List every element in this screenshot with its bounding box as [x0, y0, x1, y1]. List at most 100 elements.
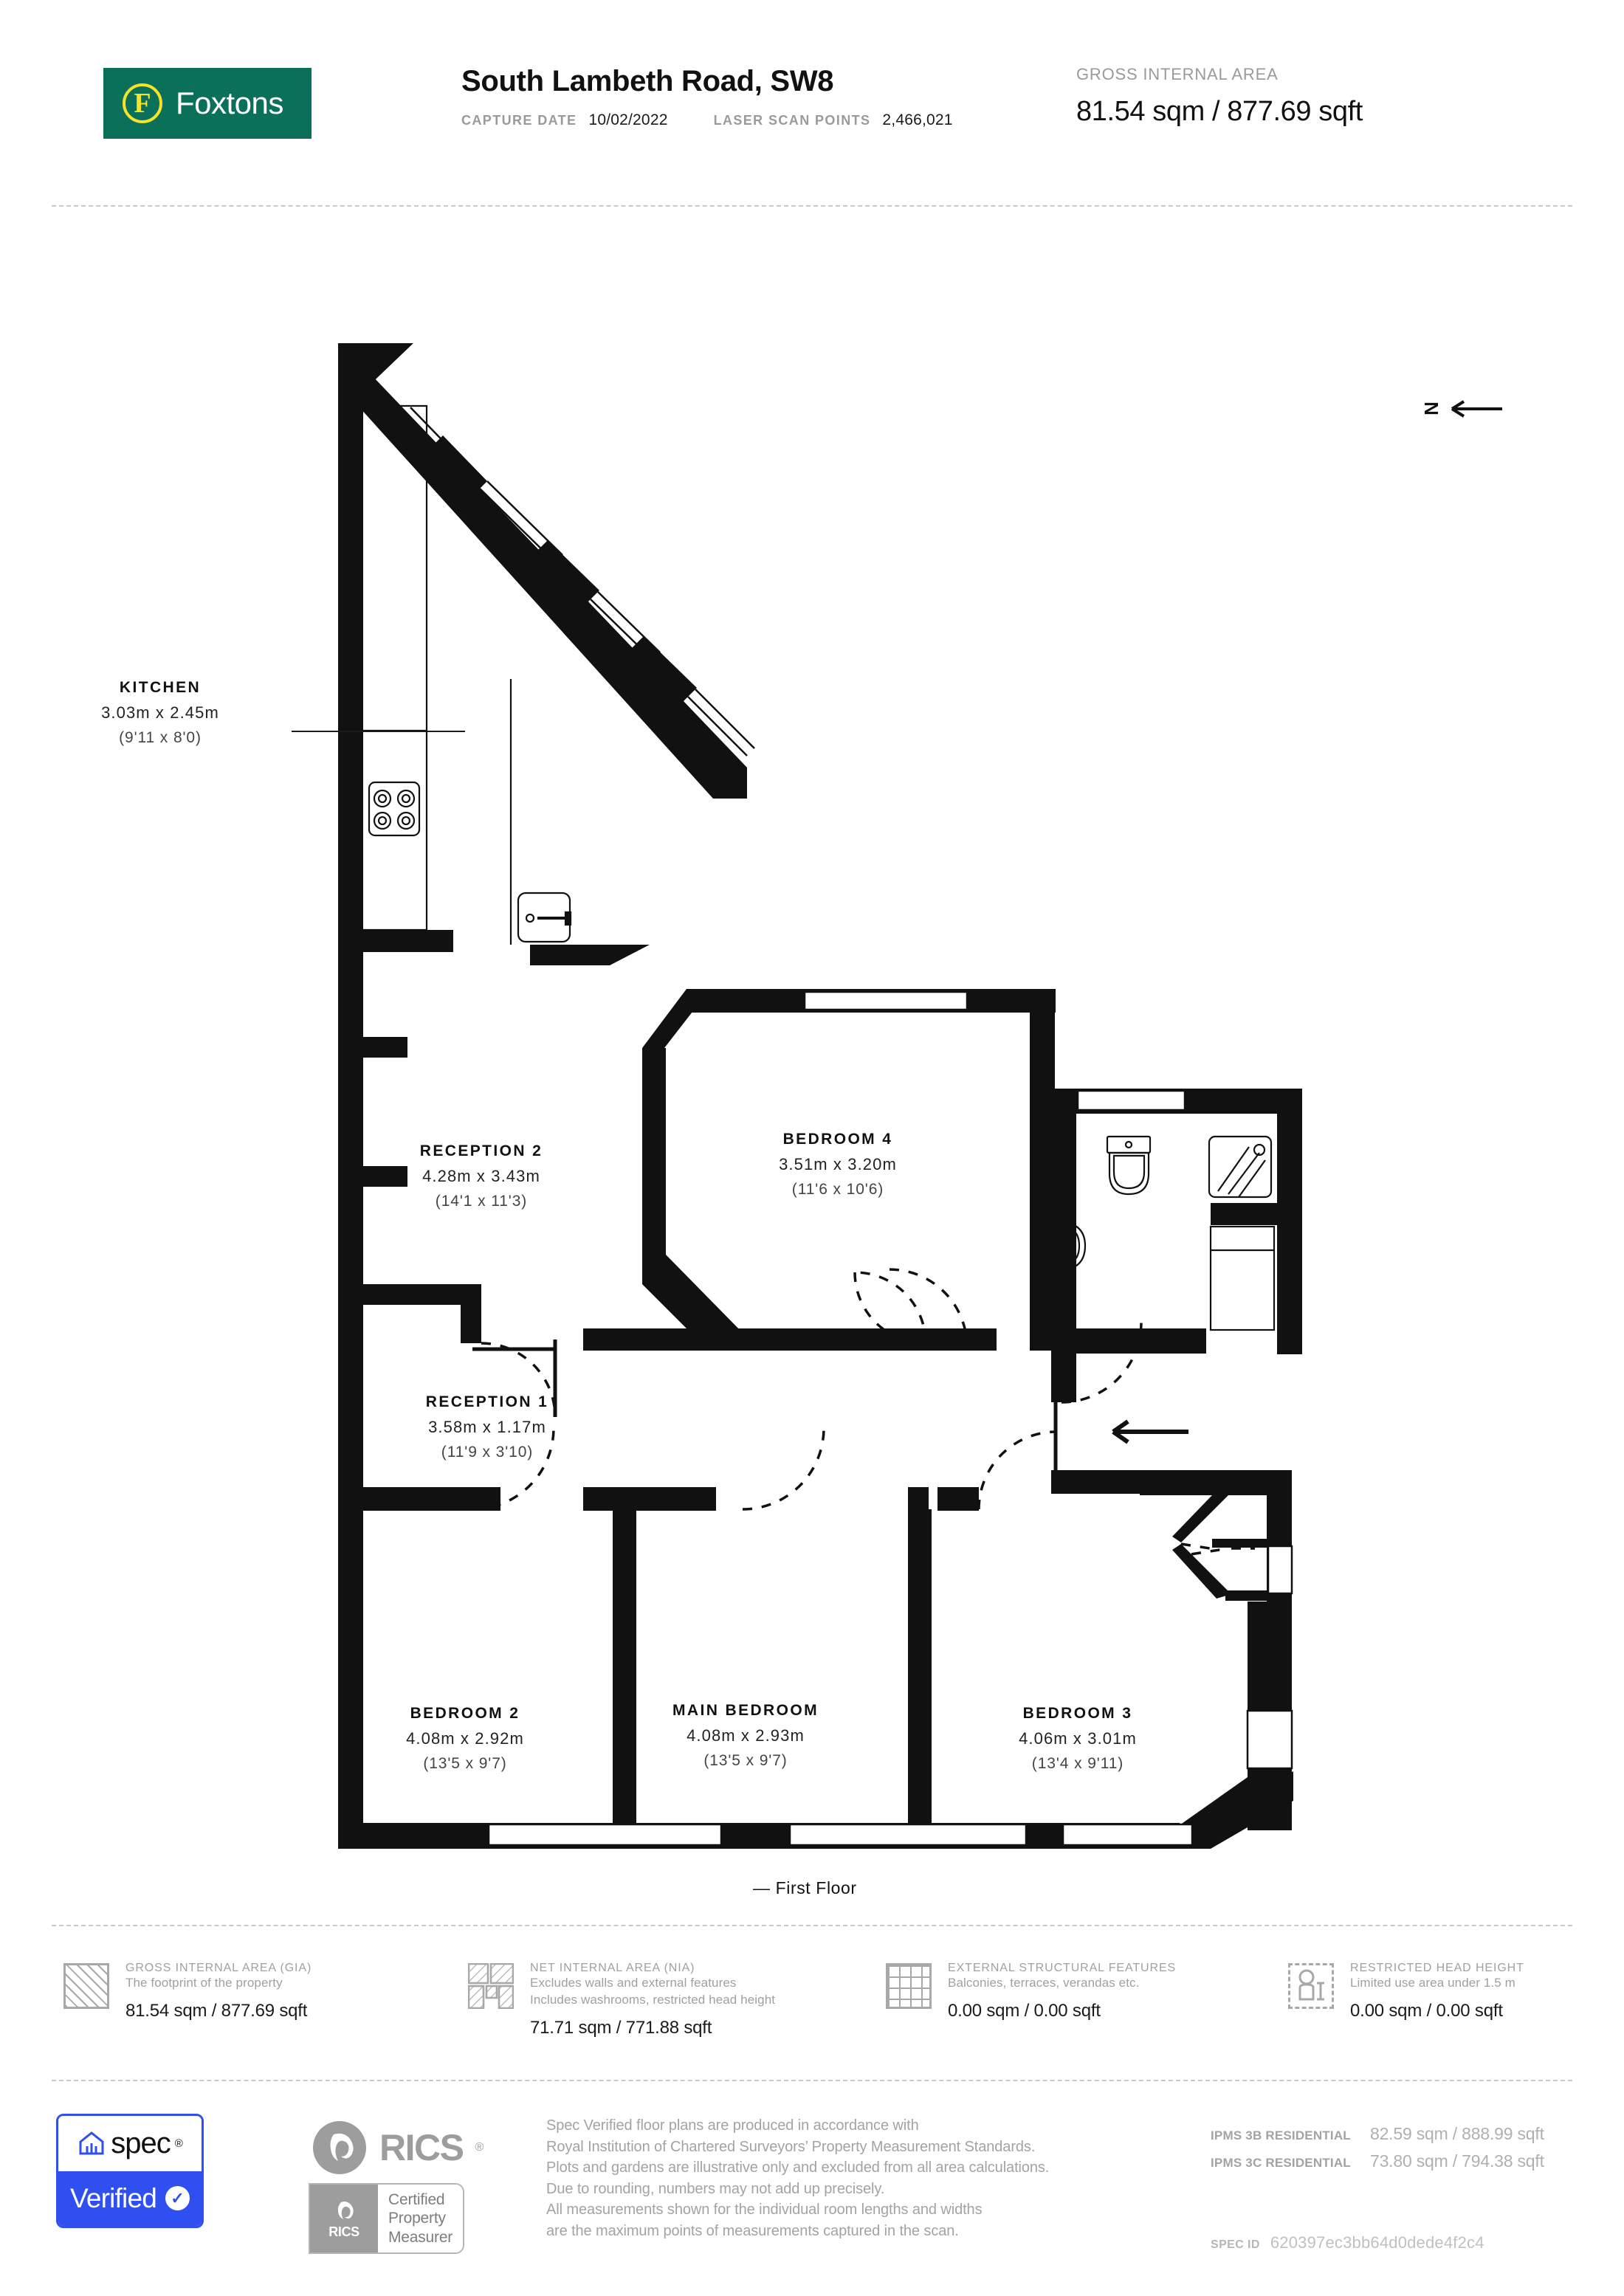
page-footer: spec ® Verified ✓ RICS ® RICS Certified …	[0, 2095, 1624, 2296]
legend-sub-2: Includes washrooms, restricted head heig…	[530, 1992, 776, 2007]
room-name: MAIN BEDROOM	[672, 1702, 819, 1719]
check-icon: ✓	[165, 2186, 190, 2211]
legend-item-external-structural: EXTERNAL STRUCTURAL FEATURES Balconies, …	[886, 1960, 1176, 2021]
legend-value: 0.00 sqm / 0.00 sqft	[1350, 2000, 1503, 2021]
ipms-3c-label: IPMS 3C RESIDENTIAL	[1211, 2156, 1351, 2170]
legend-value: 0.00 sqm / 0.00 sqft	[948, 2000, 1101, 2021]
ipms-row-3b: IPMS 3B RESIDENTIAL 82.59 sqm / 888.99 s…	[1211, 2124, 1544, 2144]
room-imperial: (13'5 x 9'7)	[423, 1755, 507, 1772]
kitchen-leader-line	[292, 731, 465, 732]
disclaimer-line-4: Due to rounding, numbers may not add up …	[546, 2180, 885, 2197]
legend-sub-1: Balconies, terraces, verandas etc.	[948, 1976, 1140, 1990]
disclaimer-line-6: are the maximum points of measurements c…	[546, 2222, 959, 2239]
room-label-bedroom-3: BEDROOM 3 4.06m x 3.01m (13'4 x 9'11)	[937, 1705, 1218, 1773]
floor-plan-drawing	[338, 343, 1302, 1849]
rics-logo: RICS ®	[312, 2120, 484, 2176]
ipms-row-3c: IPMS 3C RESIDENTIAL 73.80 sqm / 794.38 s…	[1211, 2151, 1544, 2171]
laser-points-label: LASER SCAN POINTS	[713, 113, 871, 128]
north-arrow-icon	[1451, 399, 1502, 418]
room-name: RECEPTION 1	[425, 1393, 549, 1410]
spec-id-row: SPEC ID 620397ec3bb64d0dede4f2c4	[1211, 2233, 1484, 2252]
rics-cert-line-2: Property	[388, 2210, 446, 2227]
legend-text: NET INTERNAL AREA (NIA) Excludes walls a…	[530, 1960, 775, 2038]
rooms-hatch-swatch-icon	[467, 1962, 515, 2010]
room-metric: 3.51m x 3.20m	[779, 1155, 897, 1173]
gross-internal-area-block: GROSS INTERNAL AREA 81.54 sqm / 877.69 s…	[1076, 65, 1363, 128]
room-name: KITCHEN	[119, 679, 202, 696]
legend-value: 81.54 sqm / 877.69 sqft	[125, 2000, 308, 2021]
foxtons-logo: F Foxtons	[103, 68, 312, 139]
rics-wordmark: RICS	[379, 2127, 464, 2168]
ipms-3b-value: 82.59 sqm / 888.99 sqft	[1370, 2124, 1544, 2143]
hatch-swatch-icon	[63, 1963, 109, 2009]
spec-verified-badge: spec ® Verified ✓	[56, 2114, 204, 2228]
room-imperial: (14'1 x 11'3)	[435, 1193, 528, 1210]
room-name: BEDROOM 3	[1022, 1705, 1133, 1722]
brand-name: Foxtons	[176, 86, 283, 120]
legend-title: EXTERNAL STRUCTURAL FEATURES	[948, 1962, 1177, 1974]
capture-date-label: CAPTURE DATE	[461, 113, 577, 128]
rics-cert-wordmark: RICS	[328, 2224, 359, 2239]
disclaimer-line-3: Plots and gardens are illustrative only …	[546, 2159, 1050, 2176]
room-metric: 4.08m x 2.92m	[406, 1729, 524, 1748]
north-arrow: N	[1420, 397, 1504, 420]
room-imperial: (11'6 x 10'6)	[791, 1181, 884, 1198]
rics-certified-property-measurer-badge: RICS Certified Property Measurer	[309, 2183, 465, 2254]
page-header: F Foxtons South Lambeth Road, SW8 CAPTUR…	[0, 0, 1624, 185]
room-label-kitchen: KITCHEN 3.03m x 2.45m (9'11 x 8'0)	[46, 679, 275, 747]
floor-plan: N	[0, 221, 1624, 1897]
gia-label: GROSS INTERNAL AREA	[1076, 65, 1279, 83]
area-legend: GROSS INTERNAL AREA (GIA) The footprint …	[0, 1954, 1624, 2065]
foxtons-f-icon: F	[123, 83, 162, 123]
rics-registered-mark: ®	[475, 2141, 484, 2154]
rics-cert-mark: RICS	[310, 2185, 378, 2252]
room-metric: 4.06m x 3.01m	[1019, 1729, 1137, 1748]
legend-title: GROSS INTERNAL AREA (GIA)	[125, 1962, 312, 1974]
spec-wordmark: spec	[111, 2126, 171, 2159]
house-icon	[79, 2131, 104, 2155]
divider-bottom	[52, 2080, 1572, 2081]
verified-label: Verified	[69, 2182, 157, 2213]
room-label-reception-1: RECEPTION 1 3.58m x 1.17m (11'9 x 3'10)	[347, 1393, 627, 1461]
spec-logo: spec ®	[58, 2116, 202, 2171]
legend-value: 71.71 sqm / 771.88 sqft	[530, 2017, 712, 2038]
room-name: BEDROOM 4	[782, 1131, 893, 1148]
disclaimer-line-1: Spec Verified floor plans are produced i…	[546, 2117, 919, 2134]
room-metric: 4.28m x 3.43m	[422, 1167, 540, 1185]
rics-cert-text: Certified Property Measurer	[378, 2185, 464, 2252]
room-name: BEDROOM 2	[410, 1705, 520, 1722]
ipms-figures: IPMS 3B RESIDENTIAL 82.59 sqm / 888.99 s…	[1211, 2124, 1544, 2179]
room-metric: 3.58m x 1.17m	[428, 1418, 546, 1436]
disclaimer-line-5: All measurements shown for the individua…	[546, 2202, 983, 2219]
floor-caption: — First Floor	[753, 1878, 857, 1897]
divider-middle	[52, 1925, 1572, 1926]
legend-title: RESTRICTED HEAD HEIGHT	[1350, 1962, 1524, 1974]
legend-text: EXTERNAL STRUCTURAL FEATURES Balconies, …	[948, 1960, 1176, 2021]
room-imperial: (11'9 x 3'10)	[441, 1444, 534, 1461]
legend-item-gia: GROSS INTERNAL AREA (GIA) The footprint …	[63, 1960, 312, 2021]
room-name: RECEPTION 2	[419, 1142, 543, 1159]
spec-id-label: SPEC ID	[1211, 2238, 1260, 2251]
divider-top	[52, 205, 1572, 207]
spec-registered-mark: ®	[174, 2137, 183, 2150]
room-label-bedroom-4: BEDROOM 4 3.51m x 3.20m (11'6 x 10'6)	[701, 1131, 974, 1199]
room-metric: 4.08m x 2.93m	[687, 1726, 805, 1745]
room-imperial: (9'11 x 8'0)	[119, 729, 202, 746]
capture-date-value: 10/02/2022	[588, 111, 668, 128]
room-imperial: (13'5 x 9'7)	[703, 1752, 788, 1769]
legend-item-restricted-head-height: RESTRICTED HEAD HEIGHT Limited use area …	[1288, 1960, 1524, 2021]
legend-sub-1: Excludes walls and external features	[530, 1976, 737, 1990]
room-label-reception-2: RECEPTION 2 4.28m x 3.43m (14'1 x 11'3)	[341, 1142, 622, 1210]
rics-cert-line-3: Measurer	[388, 2228, 453, 2246]
laser-points-value: 2,466,021	[882, 111, 953, 128]
legend-title: NET INTERNAL AREA (NIA)	[530, 1962, 695, 1974]
rics-lion-icon	[313, 2121, 366, 2174]
verified-bar: Verified ✓	[58, 2171, 202, 2226]
ipms-3c-value: 73.80 sqm / 794.38 sqft	[1370, 2151, 1544, 2171]
dashed-person-swatch-icon	[1288, 1963, 1334, 2009]
legend-sub-1: The footprint of the property	[125, 1976, 283, 1990]
room-label-main-bedroom: MAIN BEDROOM 4.08m x 2.93m (13'5 x 9'7)	[591, 1702, 901, 1770]
room-label-bedroom-2: BEDROOM 2 4.08m x 2.92m (13'5 x 9'7)	[325, 1705, 605, 1773]
rics-cert-line-1: Certified	[388, 2190, 445, 2208]
gia-value: 81.54 sqm / 877.69 sqft	[1076, 96, 1363, 127]
